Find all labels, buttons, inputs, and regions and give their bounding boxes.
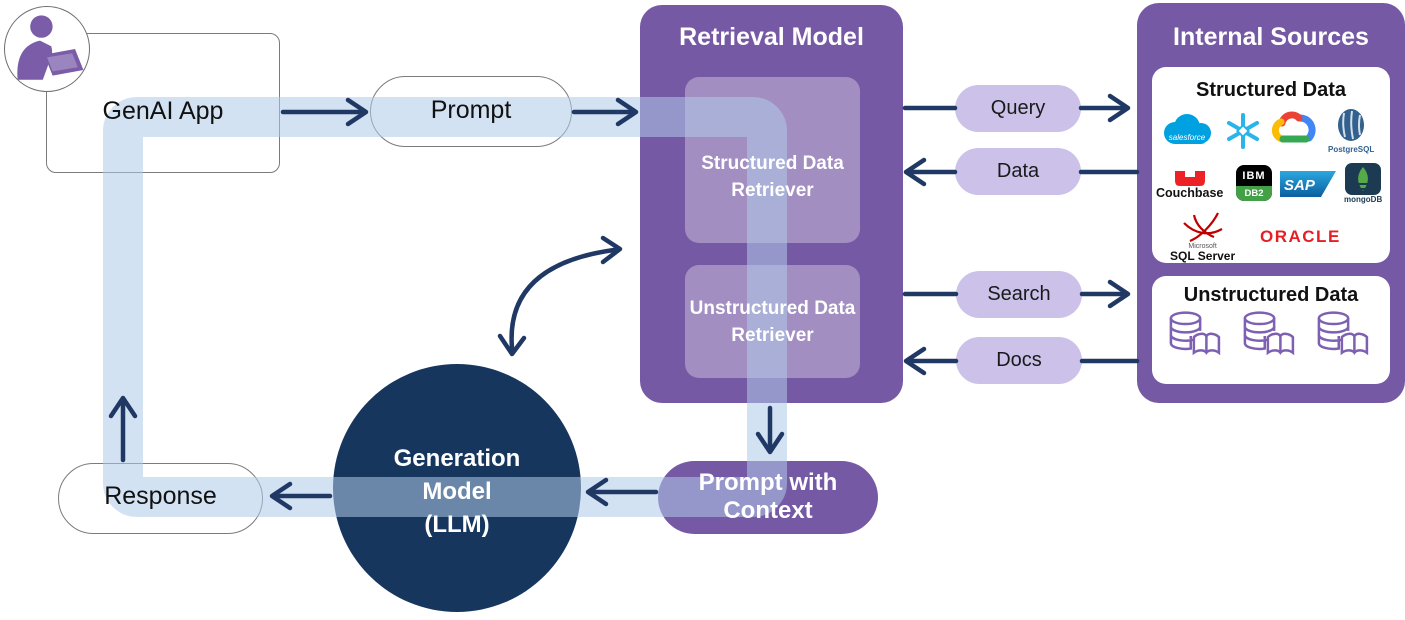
docs-pill: Docs	[956, 337, 1082, 384]
unstructured-data-title: Unstructured Data	[1183, 284, 1359, 306]
postgresql-logo-icon: PostgreSQL	[1328, 107, 1374, 155]
unstructured-data-card: Unstructured Data	[1152, 276, 1390, 384]
arrow-genai-to-prompt	[280, 97, 369, 127]
internal-sources-title: Internal Sources	[1173, 23, 1369, 51]
ibm-db2-logo-icon: IBM DB2	[1236, 165, 1272, 201]
arrow-context-to-generation	[585, 477, 659, 507]
oracle-logo-icon: ORACLE	[1260, 227, 1341, 246]
retrieval-model-title: Retrieval Model	[679, 23, 864, 51]
couchbase-logo-icon: Couchbase	[1156, 169, 1223, 200]
arrow-generation-retrieval-curved	[497, 235, 623, 357]
arrow-response-to-genai	[108, 395, 138, 463]
structured-data-card: Structured Data salesforce	[1152, 67, 1390, 263]
salesforce-logo-icon: salesforce	[1158, 111, 1216, 151]
data-pill: Data	[955, 148, 1081, 195]
response-label: Response	[104, 482, 217, 510]
unstructured-data-retriever-label: Unstructured Data Retriever	[689, 298, 856, 346]
prompt-with-context-label: Prompt with Context	[698, 469, 838, 524]
user-badge	[4, 6, 90, 92]
structured-data-retriever-label: Structured Data Retriever	[701, 153, 844, 201]
sql-server-logo-icon: Microsoft SQL Server	[1170, 211, 1235, 263]
sap-logo-icon: SAP	[1280, 171, 1336, 197]
database-book-icon	[1317, 311, 1369, 356]
prompt-label: Prompt	[430, 96, 512, 124]
google-cloud-logo-icon	[1268, 109, 1322, 149]
snowflake-logo-icon	[1222, 111, 1264, 151]
query-pill: Query	[955, 85, 1081, 132]
database-book-icon	[1243, 311, 1295, 356]
genai-app-label: GenAI App	[102, 97, 224, 125]
generation-model-label: Generation Model (LLM)	[393, 445, 521, 538]
svg-text:salesforce: salesforce	[1169, 133, 1206, 142]
person-laptop-icon	[17, 15, 84, 80]
arrow-prompt-to-retrieval	[571, 97, 639, 127]
svg-text:SAP: SAP	[1284, 177, 1316, 194]
mongodb-logo-icon: mongoDB	[1344, 163, 1382, 205]
database-book-icon	[1169, 311, 1221, 356]
search-pill: Search	[956, 271, 1082, 318]
structured-data-title: Structured Data	[1195, 79, 1347, 101]
arrow-retrieval-to-context	[755, 405, 785, 455]
arrow-generation-to-response	[269, 481, 333, 511]
